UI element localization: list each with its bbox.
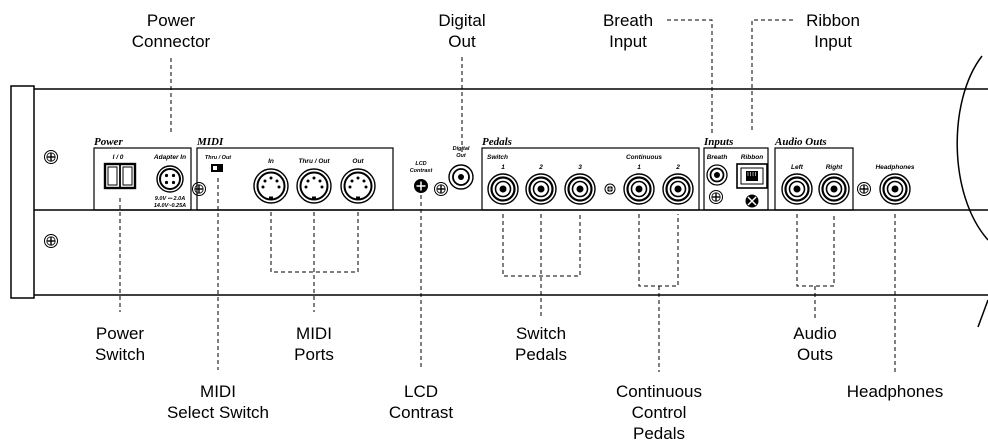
continuous-pedals-label: Continuous: [626, 154, 662, 161]
midi-out-port[interactable]: [340, 168, 376, 204]
midi-thru-out-label: Thru / Out: [298, 158, 330, 165]
midi-out-label: Out: [352, 158, 364, 165]
midi-thru-out-port[interactable]: [296, 168, 332, 204]
power-switch[interactable]: [103, 162, 137, 190]
lcd-label-1: LCD: [415, 161, 426, 167]
midi-select-switch[interactable]: [211, 164, 223, 172]
digital-label-1: Digital: [453, 146, 470, 152]
callout-power-connector: Power Connector: [131, 11, 211, 51]
panel-screw: [191, 181, 207, 197]
pedal-panel-screw: [604, 183, 616, 195]
headphones-section: Headphones: [875, 164, 915, 206]
adapter-label: Adapter In: [153, 154, 186, 161]
switch-pedal-2-jack[interactable]: [524, 172, 558, 206]
breath-label: Breath: [707, 154, 728, 161]
power-switch-label: I / 0: [113, 154, 124, 161]
callout-midi-ports: MIDI Ports: [294, 324, 334, 364]
callout-midi-select-switch: MIDI Select Switch: [166, 382, 270, 422]
callout-headphones: Headphones: [846, 382, 944, 401]
power-section: Power I / 0 Adapter In 9.0V ⎓ 2.0A 14.0V…: [93, 136, 192, 211]
midi-in-port[interactable]: [253, 168, 289, 204]
callout-ribbon-input: Ribbon Input: [806, 11, 860, 51]
leader-lines: [119, 19, 896, 372]
power-connector[interactable]: [156, 165, 184, 193]
chassis-screws: [43, 149, 59, 249]
lcd-label-2: Contrast: [410, 168, 434, 174]
inputs-section: Inputs Breath Ribbon: [703, 136, 769, 211]
power-spec-dc: 9.0V ⎓ 2.0A: [155, 196, 185, 202]
callout-audio-outs: Audio Outs: [793, 324, 837, 364]
audio-outs-section-title: Audio Outs: [774, 136, 827, 148]
audio-out-left-jack[interactable]: [780, 172, 814, 206]
callout-breath-input: Breath Input: [602, 11, 654, 51]
digital-out: Digital Out: [448, 146, 474, 190]
ribbon-input-jack[interactable]: [736, 163, 768, 189]
callout-continuous-control-pedals: Continuous Control Pedals: [615, 382, 702, 443]
switch-2-label: 2: [538, 164, 543, 171]
continuous-pedal-1-jack[interactable]: [622, 172, 656, 206]
midi-section-title: MIDI: [196, 136, 224, 148]
midi-section: MIDI Thru / Out In Thru / Out Out: [196, 136, 394, 211]
ribbon-label: Ribbon: [741, 154, 763, 161]
callout-digital-out: Digital Out: [438, 11, 486, 51]
switch-1-label: 1: [501, 164, 505, 171]
callout-switch-pedals: Switch Pedals: [515, 324, 567, 364]
continuous-1-label: 1: [637, 164, 641, 171]
audio-right-label: Right: [826, 164, 843, 171]
power-section-title: Power: [94, 136, 123, 148]
digital-label-2: Out: [456, 153, 467, 159]
digital-out-jack[interactable]: [448, 164, 474, 190]
breath-input-jack[interactable]: [706, 164, 728, 186]
panel-screw: [433, 181, 449, 197]
switch-pedal-3-jack[interactable]: [563, 172, 597, 206]
callout-lcd-contrast: LCD Contrast: [388, 382, 454, 422]
midi-in-label: In: [268, 158, 274, 165]
audio-outs-section: Audio Outs Left Right: [774, 136, 854, 211]
lcd-contrast: LCD Contrast: [410, 161, 434, 193]
continuous-2-label: 2: [675, 164, 680, 171]
inputs-section-title: Inputs: [703, 136, 733, 148]
switch-pedals-label: Switch: [487, 154, 508, 161]
audio-left-label: Left: [791, 164, 804, 171]
headphones-panel-label: Headphones: [875, 164, 914, 171]
pedals-section-title: Pedals: [482, 136, 512, 148]
switch-pedal-1-jack[interactable]: [486, 172, 520, 206]
ribbon-screw: [745, 194, 759, 208]
midi-select-label: Thru / Out: [205, 155, 232, 161]
audio-out-right-jack[interactable]: [817, 172, 851, 206]
continuous-pedal-2-jack[interactable]: [661, 172, 695, 206]
panel-screw: [856, 181, 872, 197]
headphones-jack[interactable]: [878, 172, 912, 206]
switch-3-label: 3: [578, 164, 582, 171]
power-spec-ac: 14.0V~0.25A: [154, 203, 186, 209]
pedals-section: Pedals Switch Continuous 1 2 3 1 2: [481, 136, 700, 211]
lcd-contrast-knob[interactable]: [414, 179, 428, 193]
callout-power-switch: Power Switch: [94, 324, 146, 364]
